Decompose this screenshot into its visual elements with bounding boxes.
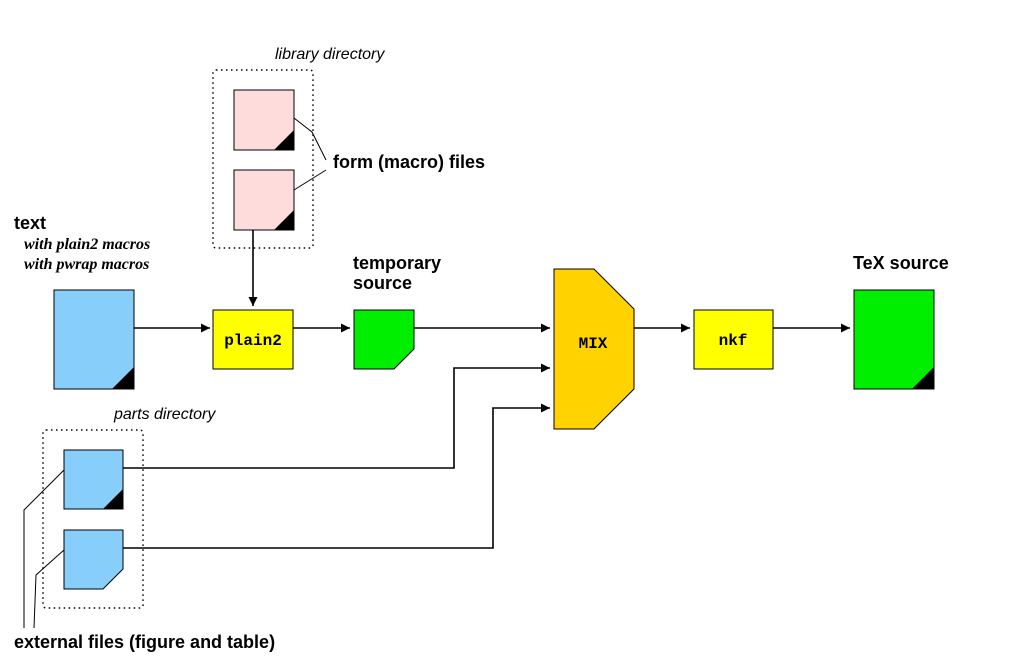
- external-leader-1: [23, 469, 65, 628]
- parts-directory-label: parts directory: [113, 406, 216, 423]
- mix-label: MIX: [579, 335, 608, 353]
- text-label: text: [14, 213, 46, 233]
- tex-source-file: [853, 289, 935, 390]
- with-plain2-label: with plain2 macros: [24, 236, 150, 253]
- temporary-label-line2: source: [353, 273, 412, 293]
- text-file: [53, 289, 135, 390]
- part-file-2: [63, 529, 124, 590]
- tex-source-label: TeX source: [853, 253, 949, 273]
- external-leader-2: [33, 549, 65, 629]
- form-files-label: form (macro) files: [333, 152, 485, 172]
- temporary-source-file: [353, 309, 415, 370]
- form-file-leader-2: [293, 169, 327, 191]
- plain2-label: plain2: [224, 332, 282, 350]
- form-file-leader-1: [293, 117, 327, 161]
- nkf-label: nkf: [719, 332, 748, 350]
- arrow-part1-to-mix: [123, 363, 550, 469]
- temporary-label-line1: temporary: [353, 253, 441, 273]
- plain2-process: plain2: [212, 309, 294, 370]
- with-pwrap-label: with pwrap macros: [24, 256, 149, 273]
- mix-process: MIX: [553, 268, 635, 430]
- library-directory-label: library directory: [275, 46, 385, 63]
- nkf-process: nkf: [693, 309, 774, 370]
- external-files-label: external files (figure and table): [14, 632, 275, 652]
- part-file-1: [63, 449, 124, 510]
- arrow-part2-to-mix: [123, 403, 550, 549]
- form-file-2: [233, 169, 295, 231]
- form-file-1: [233, 89, 295, 151]
